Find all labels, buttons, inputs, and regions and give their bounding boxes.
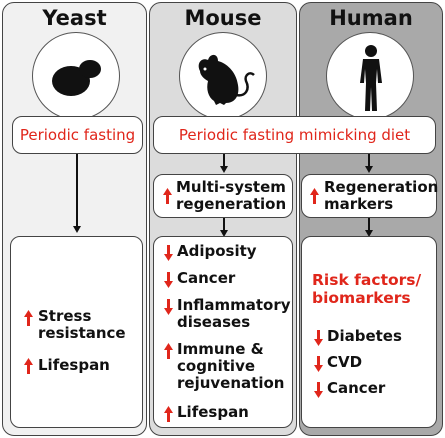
human-column-title: Human bbox=[329, 6, 413, 30]
up-arrow-icon bbox=[24, 358, 33, 374]
mouse-connector-line-2 bbox=[223, 218, 225, 232]
human-effect-text: Regeneration markers bbox=[324, 178, 439, 213]
human-effect-box: Regeneration markers bbox=[301, 174, 439, 218]
yeast-cell-icon bbox=[32, 32, 120, 120]
human-outcome-cancer: Cancer bbox=[327, 379, 386, 397]
human-arrowhead-2 bbox=[365, 230, 373, 237]
down-arrow-icon bbox=[164, 272, 173, 288]
mouse-column-title: Mouse bbox=[184, 6, 262, 30]
mouse-outcome-lifespan: Lifespan bbox=[177, 403, 249, 421]
yeast-arrowhead bbox=[73, 226, 81, 233]
mouse-arrowhead-1 bbox=[220, 166, 228, 173]
yeast-outcome-lifespan: Lifespan bbox=[38, 356, 110, 374]
human-outcome-cvd: CVD bbox=[327, 353, 363, 371]
fmd-intervention-box: Periodic fasting mimicking diet bbox=[153, 116, 436, 154]
mouse-outcome-cancer: Cancer bbox=[177, 269, 236, 287]
mouse-outcomes-box: Adiposity Cancer Inflammatory diseases I… bbox=[153, 236, 293, 428]
fmd-intervention-label: Periodic fasting mimicking diet bbox=[178, 126, 411, 144]
mouse-outcome-adiposity: Adiposity bbox=[177, 242, 257, 260]
up-arrow-icon bbox=[164, 343, 173, 359]
down-arrow-icon bbox=[314, 382, 323, 398]
human-outcome-diabetes: Diabetes bbox=[327, 327, 402, 345]
yeast-intervention-label: Periodic fasting bbox=[19, 126, 136, 144]
mouse-effect-box: Multi-system regeneration bbox=[153, 174, 293, 218]
up-arrow-icon bbox=[310, 188, 319, 204]
human-figure-icon bbox=[326, 32, 414, 120]
mouse-connector-line-1 bbox=[223, 154, 225, 168]
yeast-intervention-box: Periodic fasting bbox=[12, 116, 143, 154]
yeast-outcome-stress-resistance: Stress resistance bbox=[38, 307, 126, 342]
down-arrow-icon bbox=[164, 245, 173, 261]
mouse-outcome-immune-cognitive-rejuvenation: Immune & cognitive rejuvenation bbox=[177, 340, 285, 392]
mouse-arrowhead-2 bbox=[220, 230, 228, 237]
mouse-icon bbox=[179, 32, 267, 120]
down-arrow-icon bbox=[314, 330, 323, 346]
up-arrow-icon bbox=[164, 406, 173, 422]
down-arrow-icon bbox=[164, 299, 173, 315]
yeast-column-title: Yeast bbox=[42, 6, 107, 30]
up-arrow-icon bbox=[24, 310, 33, 326]
human-connector-line-2 bbox=[368, 218, 370, 232]
human-connector-line-1 bbox=[368, 154, 370, 168]
mouse-outcome-inflammatory-diseases: Inflammatory diseases bbox=[177, 296, 291, 331]
mouse-effect-text: Multi-system regeneration bbox=[176, 178, 287, 213]
human-outcomes-heading: Risk factors/ biomarkers bbox=[312, 271, 422, 307]
yeast-connector-line bbox=[76, 154, 78, 226]
human-outcomes-box: Risk factors/ biomarkers Diabetes CVD Ca… bbox=[301, 236, 437, 428]
up-arrow-icon bbox=[163, 188, 172, 204]
human-arrowhead-1 bbox=[365, 166, 373, 173]
yeast-outcomes-box: Stress resistance Lifespan bbox=[10, 236, 143, 428]
down-arrow-icon bbox=[314, 356, 323, 372]
